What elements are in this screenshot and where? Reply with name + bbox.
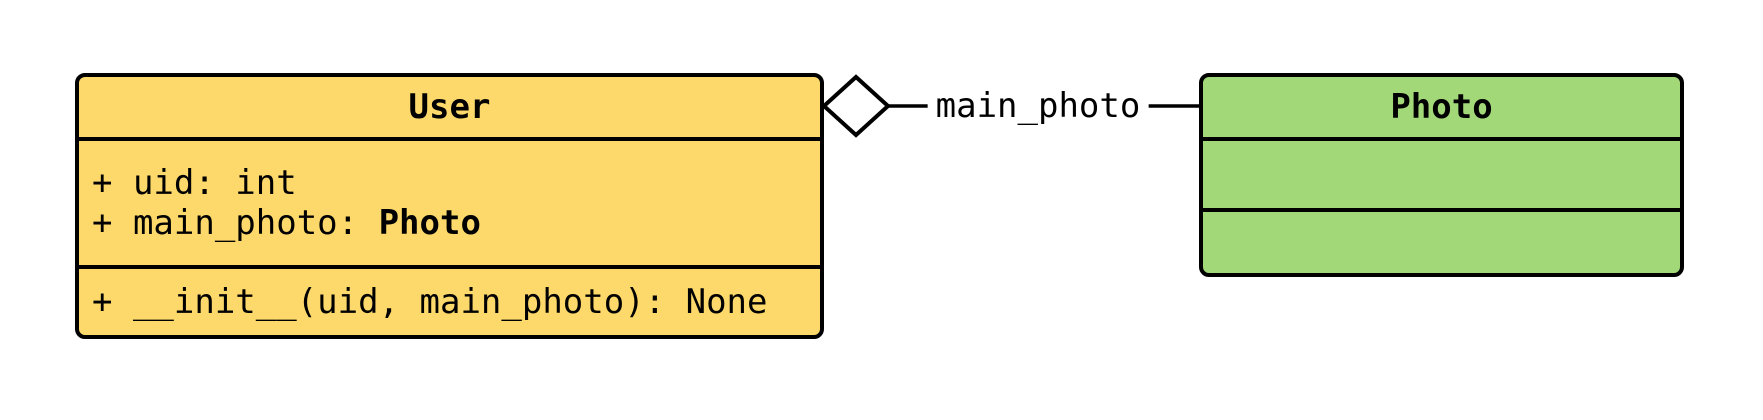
member-row: + uid: int: [92, 163, 297, 203]
member-row: + main_photo: Photo: [92, 203, 481, 243]
relationship-label: main_photo: [927, 86, 1149, 126]
class-attributes-user: + uid: int+ main_photo: Photo: [79, 137, 820, 265]
class-title-user: User: [408, 87, 491, 127]
class-methods-photo: [1203, 208, 1680, 273]
member-row: + __init__(uid, main_photo): None: [92, 282, 768, 322]
class-box-photo: Photo: [1199, 73, 1684, 277]
class-methods-user: + __init__(uid, main_photo): None: [79, 265, 820, 335]
class-box-user: User + uid: int+ main_photo: Photo + __i…: [75, 73, 824, 339]
aggregation-diamond-icon: [821, 74, 891, 138]
class-attributes-photo: [1203, 137, 1680, 208]
class-title-photo: Photo: [1390, 87, 1493, 127]
